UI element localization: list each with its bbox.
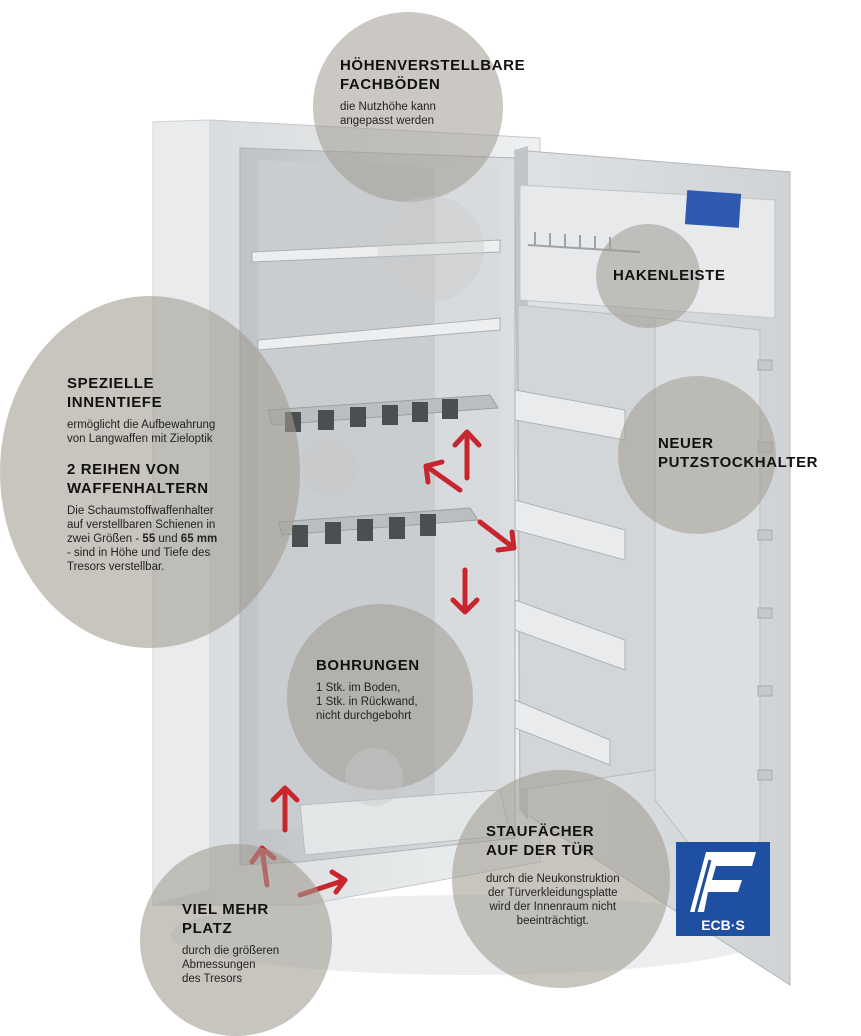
callout-disc-holes-detail (345, 748, 403, 806)
callout-rod: NEUER PUTZSTOCKHALTER (658, 434, 818, 472)
callout-disc-space (140, 844, 332, 1036)
callout-rows-desc: Die Schaumstoffwaffenhalter auf verstell… (67, 504, 217, 574)
callout-holes-title: BOHRUNGEN (316, 657, 420, 674)
callout-disc-depth-detail (300, 438, 358, 496)
callout-disc-rod (618, 376, 776, 534)
rows-desc-b: und (155, 533, 181, 545)
callout-rod-title: NEUER PUTZSTOCKHALTER (658, 435, 819, 471)
callout-disc-shelves-detail (378, 196, 484, 302)
callout-depth-desc: ermöglicht die Aufbewahrung von Langwaff… (67, 419, 216, 445)
callout-disc-holes (287, 604, 473, 790)
callout-rows: 2 REIHEN VON WAFFENHALTERN Die Schaumsto… (67, 460, 217, 574)
callout-shelves-title: HÖHENVERSTELLBARE FACHBÖDEN (340, 57, 526, 93)
callout-door: STAUFÄCHER AUF DER TÜR durch die Neukons… (486, 822, 620, 928)
callout-disc-depth (0, 296, 300, 648)
rows-size-2: 65 mm (180, 533, 218, 545)
rows-desc-c: - sind in Höhe und Tiefe des Tresors ver… (67, 547, 211, 573)
shelf-2 (257, 317, 501, 351)
ecbs-logo-mark (690, 852, 756, 912)
ecbs-logo-text: ECB·S (701, 917, 745, 933)
callout-space: VIEL MEHR PLATZ durch die größeren Abmes… (182, 900, 279, 986)
callout-door-title: STAUFÄCHER AUF DER TÜR (486, 823, 595, 859)
callout-hooks-title: HAKENLEISTE (613, 267, 726, 284)
shelf-1 (251, 239, 501, 263)
ecbs-logo: ECB·S (676, 842, 770, 936)
callout-space-title: VIEL MEHR PLATZ (182, 901, 269, 937)
rows-size-1: 55 (142, 533, 156, 545)
callout-hooks: HAKENLEISTE (613, 266, 725, 285)
callout-holes: BOHRUNGEN 1 Stk. im Boden, 1 Stk. in Rüc… (316, 656, 420, 723)
callout-disc-shelves (313, 12, 503, 202)
callout-disc-door (452, 770, 670, 988)
rating-plate (684, 190, 742, 228)
callout-holes-desc: 1 Stk. im Boden, 1 Stk. in Rückwand, nic… (316, 682, 418, 722)
callout-depth-title: SPEZIELLE INNENTIEFE (67, 375, 163, 411)
callout-shelves-desc: die Nutzhöhe kann angepasst werden (340, 101, 436, 127)
callout-depth: SPEZIELLE INNENTIEFE ermöglicht die Aufb… (67, 374, 215, 446)
door-trays (514, 389, 626, 766)
callout-space-desc: durch die größeren Abmessungen des Treso… (182, 945, 280, 985)
callout-disc-hooks (596, 224, 700, 328)
callout-shelves: HÖHENVERSTELLBARE FACHBÖDEN die Nutzhöhe… (340, 56, 525, 128)
callout-door-desc: durch die Neukonstruktion der Türverklei… (486, 873, 620, 927)
callout-rows-title: 2 REIHEN VON WAFFENHALTERN (67, 461, 209, 497)
rows-desc-a: Die Schaumstoffwaffenhalter auf verstell… (67, 505, 216, 545)
